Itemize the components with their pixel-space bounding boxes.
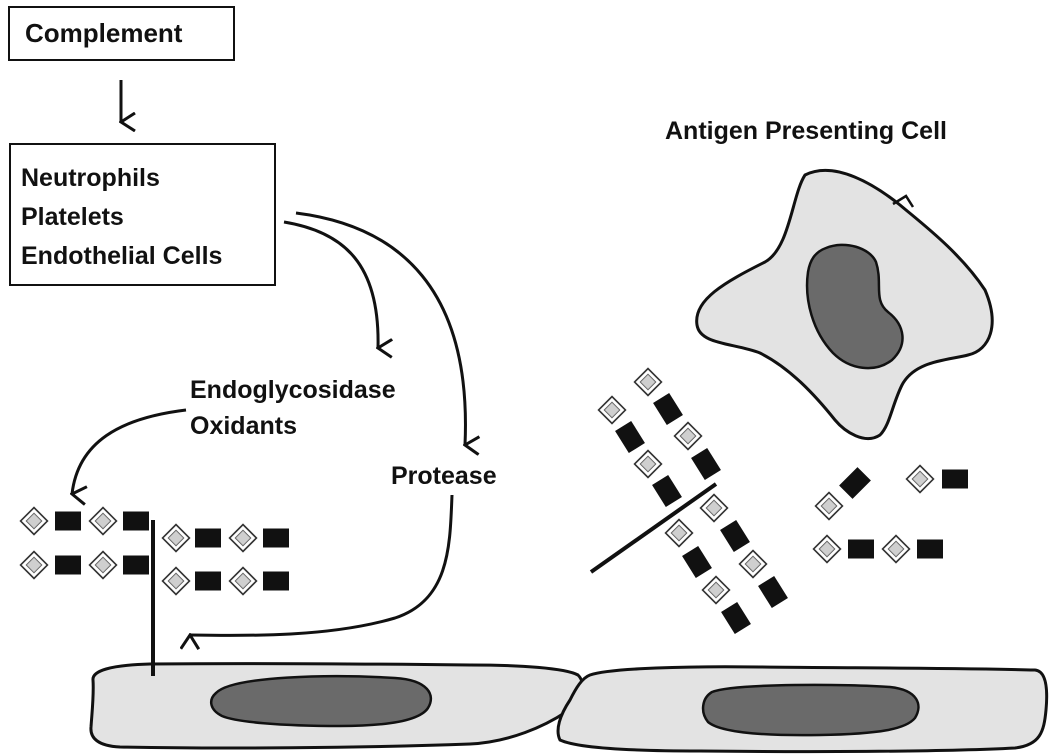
complement-label: Complement — [25, 18, 183, 48]
nucleus-right — [701, 683, 920, 737]
arrow-to-protease — [295, 211, 465, 445]
complement-box: Complement — [8, 6, 235, 61]
heparan-fragments — [812, 464, 968, 564]
oxidants-label: Oxidants — [190, 412, 297, 440]
protease-label: Protease — [391, 462, 497, 490]
arrow-to-endoglycosidase — [283, 220, 378, 348]
cell-label-neutrophils: Neutrophils — [21, 164, 160, 192]
enzyme-labels: Endoglycosidase Oxidants — [190, 372, 396, 444]
cell-label-endothelial: Endothelial Cells — [21, 242, 223, 270]
apc-label: Antigen Presenting Cell — [665, 117, 947, 145]
endoglycosidase-label: Endoglycosidase — [190, 376, 396, 404]
effector-cells-box: Neutrophils Platelets Endothelial Cells — [9, 143, 276, 286]
apc-nucleus — [805, 243, 904, 370]
arrow-protease-to-cell — [190, 494, 454, 635]
cell-label-platelets: Platelets — [21, 203, 124, 231]
apc-membrane-spike — [892, 194, 915, 208]
nucleus-left — [209, 675, 433, 728]
shed-core-protein — [589, 482, 718, 574]
arrow-oxidants-to-heparan — [72, 408, 187, 494]
